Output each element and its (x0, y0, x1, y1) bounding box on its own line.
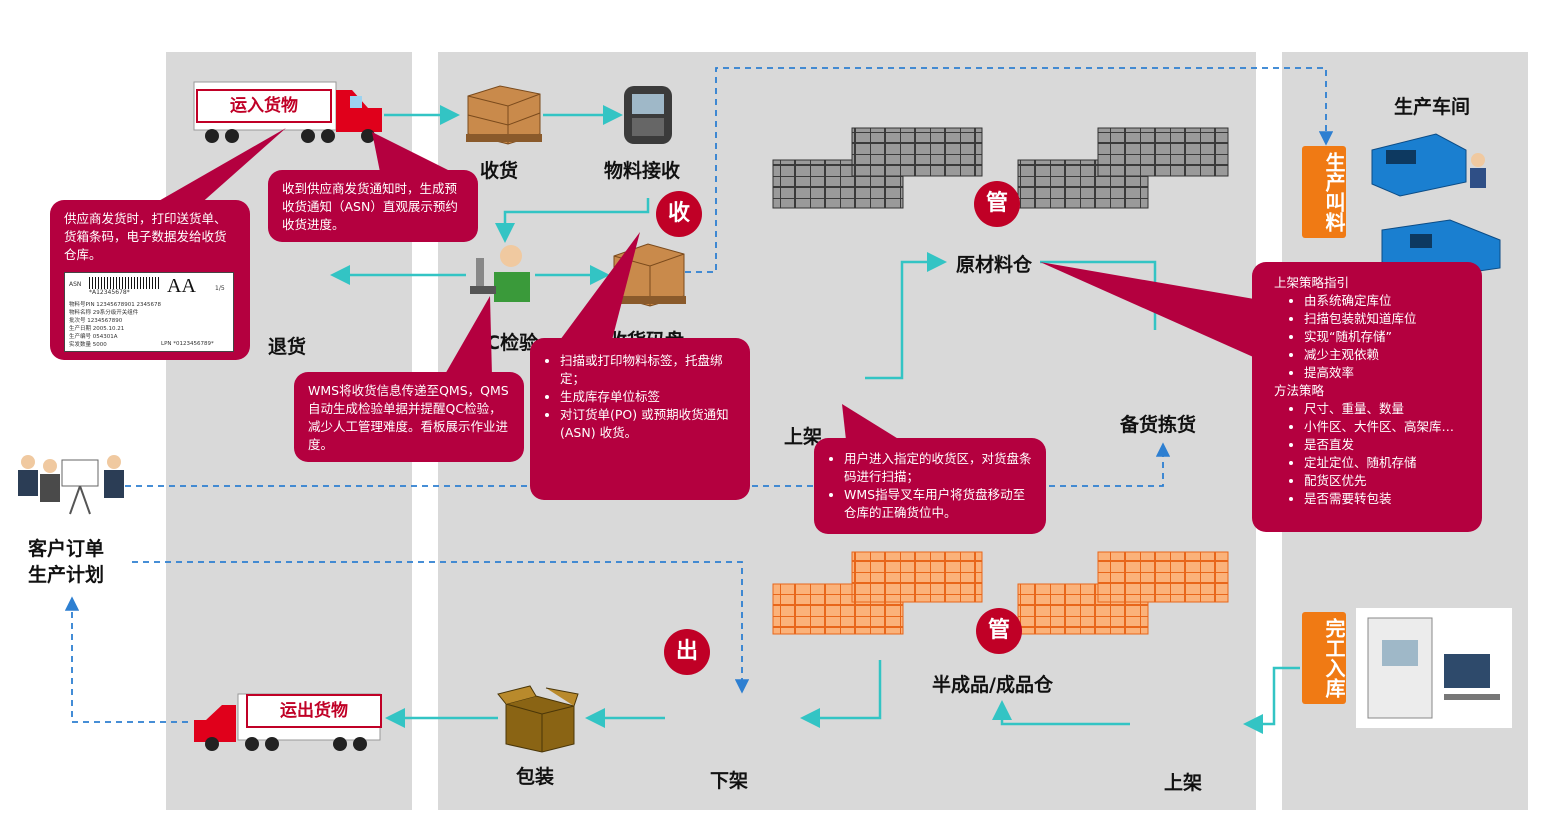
supplier-ship-text: 供应商发货时，打印送货单、货箱条码，电子数据发给收货仓库。 (64, 211, 227, 262)
semi-finished-warehouse-label: 半成品/成品仓 (932, 674, 1053, 696)
putaway-label-1: 上架 (784, 426, 823, 448)
label-grade: AA (167, 275, 196, 297)
method-item: 定址定位、随机存储 (1304, 454, 1468, 472)
qc-inspector-icon (470, 245, 530, 302)
label-barcode-text: *A12345678* (89, 289, 130, 296)
scan-label-callout: 扫描或打印物料标签，托盘绑定； 生成库存单位标签 对订货单(PO) 或预期收货通… (530, 338, 750, 500)
label-asn: ASN (69, 281, 82, 288)
picking-label: 备货拣货 (1120, 414, 1197, 436)
material-receipt-label: 物料接收 (604, 160, 681, 182)
teal-flow-arrows (330, 105, 1300, 734)
outbound-goods-banner: 运出货物 (246, 694, 382, 728)
production-material-tag: 生产叫料 (1302, 146, 1346, 238)
inspection-machine-icon (1356, 608, 1512, 728)
asn-notice-callout: 收到供应商发货通知时，生成预收货通知（ASN）直观展示预约收货进度。 (268, 170, 478, 242)
strategy-item: 扫描包装就知道库位 (1304, 310, 1468, 328)
forklift-guide-callout: 用户进入指定的收货区，对货盘条码进行扫描； WMS指导叉车用户将货盘移动至仓库的… (814, 438, 1046, 534)
forklift-item: WMS指导叉车用户将货盘移动至仓库的正确货位中。 (844, 486, 1032, 522)
label-lpn: LPN *0123456789* (161, 341, 214, 347)
strategy-list: 由系统确定库位 扫描包装就知道库位 实现“随机存储” 减少主观依赖 提高效率 (1274, 292, 1468, 382)
method-item: 配货区优先 (1304, 472, 1468, 490)
dashed-info-flows (64, 67, 1334, 723)
strategy-item: 提高效率 (1304, 364, 1468, 382)
method-item: 是否直发 (1304, 436, 1468, 454)
label-barcode (89, 277, 159, 289)
method-item: 是否需要转包装 (1304, 490, 1468, 508)
scan-list: 扫描或打印物料标签，托盘绑定； 生成库存单位标签 对订货单(PO) 或预期收货通… (544, 352, 736, 442)
scan-item: 生成库存单位标签 (560, 388, 736, 406)
label-details: 物料号PIN 12345678901 2345678 物料名称 29系分级开关组… (69, 301, 161, 349)
production-workshop-label: 生产车间 (1394, 96, 1471, 118)
shipping-label-sample: ASN *A12345678* AA 1/5 物料号PIN 1234567890… (64, 272, 234, 352)
scan-item: 扫描或打印物料标签，托盘绑定； (560, 352, 736, 388)
label-page: 1/5 (215, 285, 225, 292)
wms-qms-callout: WMS将收货信息传递至QMS，QMS自动生成检验单据并提醒QC检验，减少人工管理… (294, 372, 524, 462)
label-desc: 物料名称 29系分级开关组件 (69, 310, 139, 316)
finished-goods-in-tag: 完工入库 (1302, 612, 1346, 704)
unshelve-label: 下架 (710, 770, 749, 792)
strategy-item: 减少主观依赖 (1304, 346, 1468, 364)
packaging-box-icon (497, 685, 579, 753)
raw-material-racks (772, 127, 1229, 209)
label-date: 生产日期 2005.10.21 (69, 326, 125, 332)
packaging-label: 包装 (516, 766, 555, 788)
receive-badge: 收 (656, 191, 702, 237)
wms-qms-text: WMS将收货信息传递至QMS，QMS自动生成检验单据并提醒QC检验，减少人工管理… (308, 383, 509, 452)
manage-fg-badge: 管 (976, 608, 1022, 654)
label-part-no: 物料号PIN 12345678901 2345678 (69, 302, 162, 308)
putaway-label-2: 上架 (1164, 772, 1203, 794)
method-list: 尺寸、重量、数量 小件区、大件区、高架库… 是否直发 定址定位、随机存储 配货区… (1274, 400, 1468, 508)
method-item: 小件区、大件区、高架库… (1304, 418, 1468, 436)
pallet-boxes-icon (466, 85, 542, 145)
inbound-goods-banner: 运入货物 (196, 89, 332, 123)
handheld-scanner-icon (624, 86, 672, 144)
method-title: 方法策略 (1274, 383, 1325, 398)
asn-notice-text: 收到供应商发货通知时，生成预收货通知（ASN）直观展示预约收货进度。 (282, 181, 458, 232)
return-label: 退货 (268, 336, 307, 358)
manage-raw-badge: 管 (974, 181, 1020, 227)
receiving-label: 收货 (480, 160, 519, 182)
label-code: 生产编号 054301A (69, 334, 118, 340)
putaway-strategy-callout: 上架策略指引 由系统确定库位 扫描包装就知道库位 实现“随机存储” 减少主观依赖… (1252, 262, 1482, 532)
method-item: 尺寸、重量、数量 (1304, 400, 1468, 418)
customer-order-label: 客户订单 生产计划 (28, 538, 105, 586)
strategy-item: 由系统确定库位 (1304, 292, 1468, 310)
label-lot: 批次号 1234567890 (69, 318, 123, 324)
finished-goods-racks (772, 551, 1229, 635)
forklift-item: 用户进入指定的收货区，对货盘条码进行扫描； (844, 450, 1032, 486)
label-qty: 实发数量 5000 (69, 342, 107, 348)
strategy-title: 上架策略指引 (1274, 275, 1350, 290)
business-team-icon (18, 455, 124, 515)
scan-item: 对订货单(PO) 或预期收货通知(ASN) 收货。 (560, 406, 736, 442)
raw-warehouse-label: 原材料仓 (956, 254, 1033, 276)
strategy-item: 实现“随机存储” (1304, 328, 1468, 346)
forklift-list: 用户进入指定的收货区，对货盘条码进行扫描； WMS指导叉车用户将货盘移动至仓库的… (828, 450, 1032, 522)
out-badge: 出 (664, 629, 710, 675)
